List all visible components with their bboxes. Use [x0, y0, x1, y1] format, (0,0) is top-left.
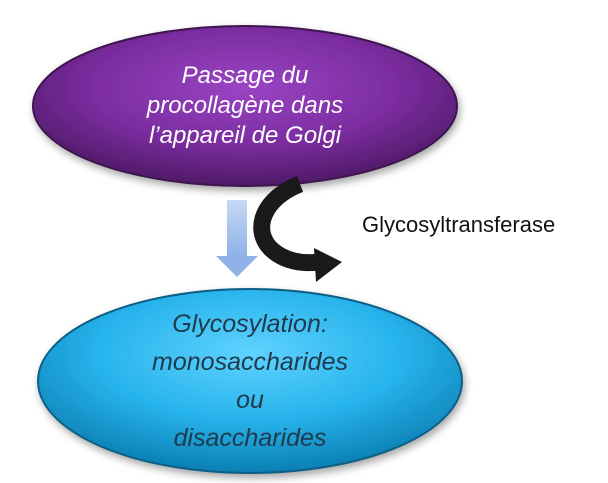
edge-label-enzyme: Glycosyltransferase [362, 212, 556, 237]
top-node-line-1: Passage du [181, 62, 309, 89]
curved-arrow-icon [253, 176, 342, 282]
bottom-node-ellipse [37, 288, 463, 474]
bottom-node-line-2: monosaccharides [152, 348, 348, 376]
top-node-label: Passage du procollagène dans l’appareil … [60, 58, 430, 154]
top-node-ellipse [32, 25, 458, 187]
top-node-line-2: procollagène dans [146, 92, 344, 119]
bottom-node-line-4: disaccharides [173, 424, 327, 452]
down-arrow-icon [216, 200, 258, 277]
top-node-line-3: l’appareil de Golgi [148, 122, 342, 149]
bottom-node-line-1: Glycosylation: [172, 310, 328, 338]
bottom-node-line-3: ou [236, 386, 264, 414]
bottom-node-label: Glycosylation: monosaccharides ou disacc… [55, 296, 445, 466]
